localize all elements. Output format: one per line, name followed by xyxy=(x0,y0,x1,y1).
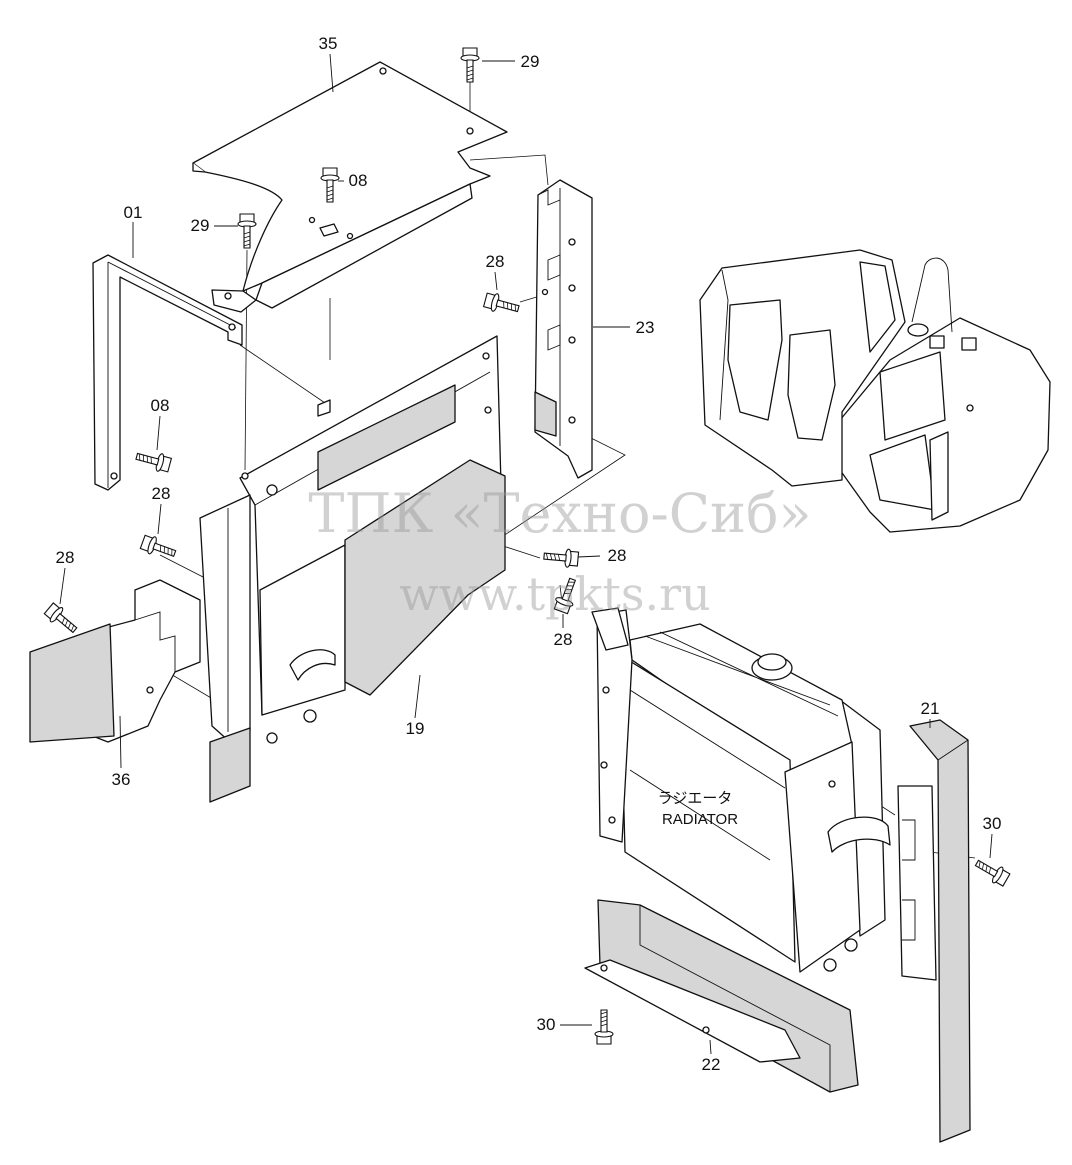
watermark-line2: www.tpkts.ru xyxy=(399,567,710,621)
callout-28-left-mid: 28 xyxy=(152,484,171,503)
part-01-frame xyxy=(92,254,243,491)
part-22-bottom-foam xyxy=(584,899,859,1093)
leader-lines xyxy=(59,53,993,1055)
bolt-icon xyxy=(482,292,520,313)
callout-08-top: 08 xyxy=(349,171,368,190)
radiator-label-en: RADIATOR xyxy=(662,811,738,828)
radiator: ラジエータ RADIATOR xyxy=(591,607,891,973)
bolt-icon xyxy=(320,167,340,203)
callout-30-bottom: 30 xyxy=(537,1015,556,1034)
callout-28-far-left: 28 xyxy=(56,548,75,567)
excavator-location-sketch xyxy=(699,249,1051,533)
bolt-icon xyxy=(543,548,580,568)
bolt-icon xyxy=(237,213,257,249)
callout-29-left: 29 xyxy=(191,216,210,235)
callout-35: 35 xyxy=(319,34,338,53)
part-36-foam-seal xyxy=(29,579,201,743)
callout-28-bracket: 28 xyxy=(486,252,505,271)
callout-01: 01 xyxy=(124,203,143,222)
bolt-icon xyxy=(139,534,177,558)
part-23-side-bracket xyxy=(534,179,593,479)
bolt-icon xyxy=(135,452,173,473)
bolt-icon xyxy=(594,1009,614,1045)
part-35-top-cover-plate xyxy=(192,61,508,313)
bolt-icon xyxy=(43,602,78,634)
callout-28-lower: 28 xyxy=(554,630,573,649)
bolt-icon xyxy=(553,577,577,615)
radiator-label-ja: ラジエータ xyxy=(658,789,733,807)
callouts: 35 29 08 01 29 28 23 08 28 28 28 28 19 3… xyxy=(56,34,1002,1074)
part-21-vertical-foam xyxy=(897,719,971,1143)
callout-36: 36 xyxy=(112,770,131,789)
callout-30-right: 30 xyxy=(983,814,1002,833)
callout-22: 22 xyxy=(702,1055,721,1074)
callout-29-top: 29 xyxy=(521,52,540,71)
callout-19: 19 xyxy=(406,719,425,738)
callout-21: 21 xyxy=(921,699,940,718)
callout-28-right: 28 xyxy=(608,546,627,565)
callout-23: 23 xyxy=(636,318,655,337)
callout-08-left: 08 xyxy=(151,396,170,415)
part-19-panel-assembly xyxy=(199,335,506,803)
watermark: ТПК «Техно-Сиб» www.tpkts.ru xyxy=(308,482,811,621)
bolt-icon xyxy=(460,47,480,83)
bolt-icon xyxy=(974,859,1011,887)
watermark-line1: ТПК «Техно-Сиб» xyxy=(308,482,811,545)
